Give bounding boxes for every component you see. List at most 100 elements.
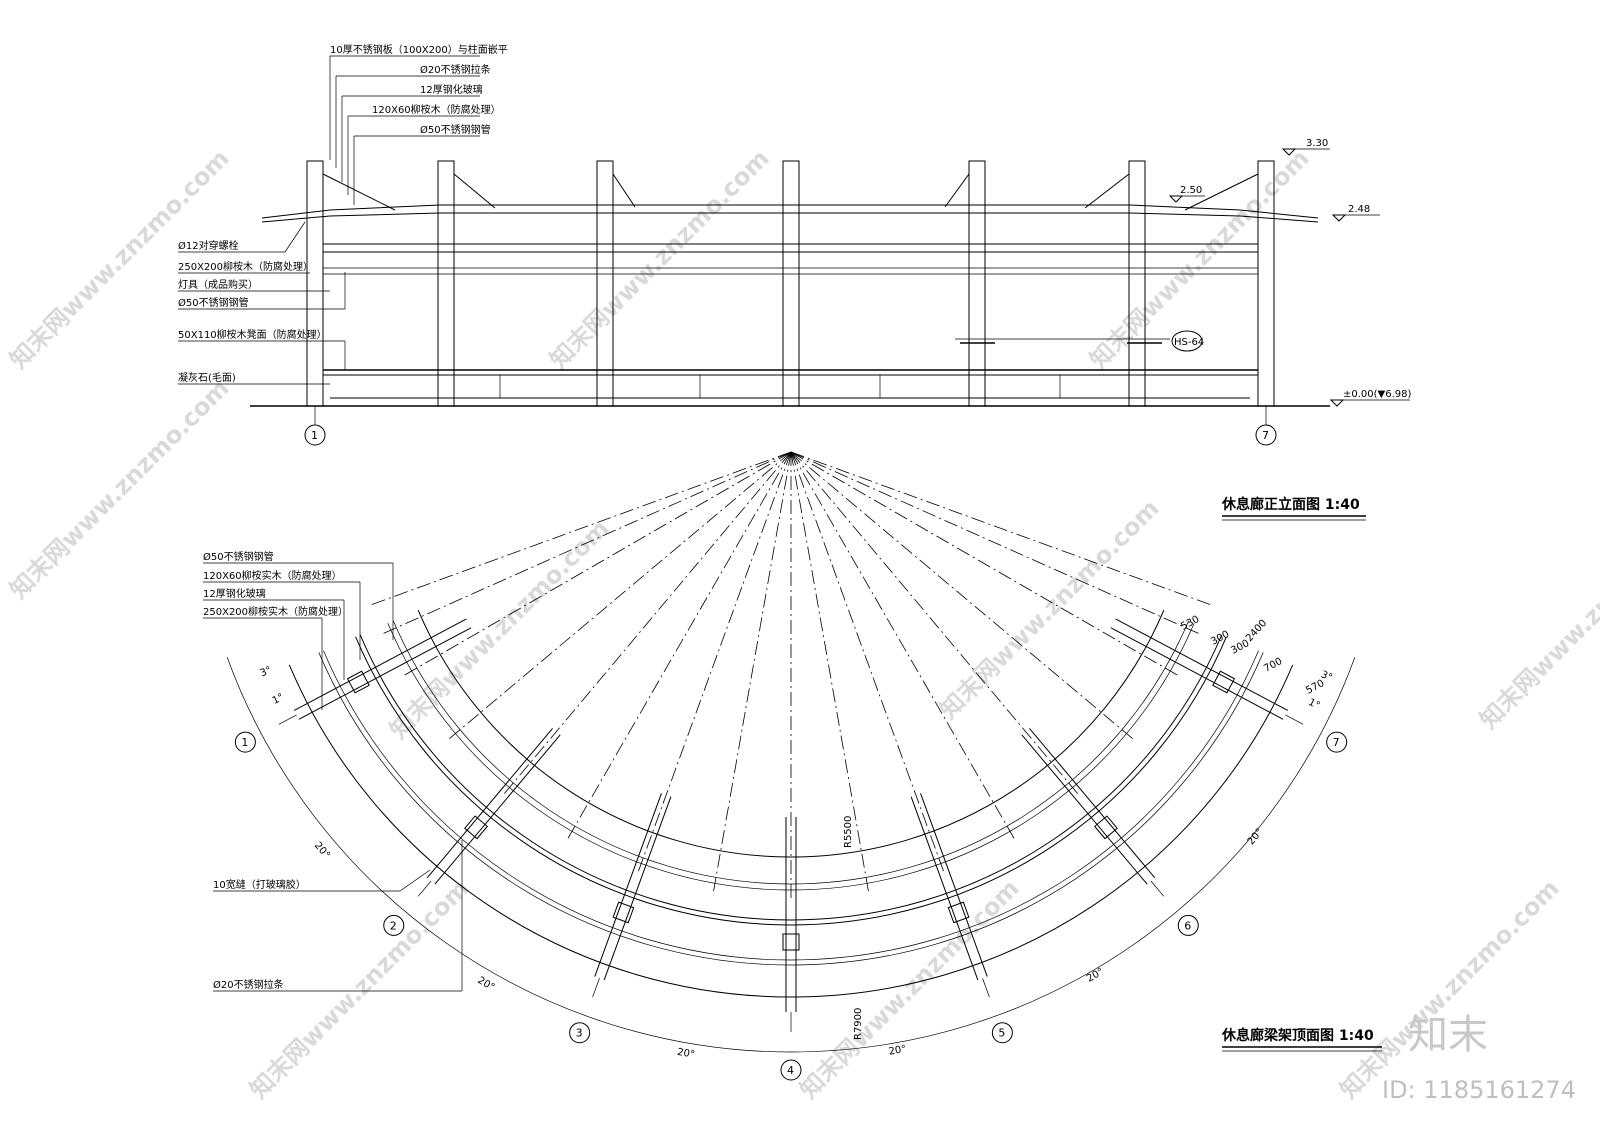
roof-top-edge [261, 204, 1319, 219]
plan-callout-gap: 10宽缝（打玻璃胶） [213, 878, 306, 891]
level-value: 3.30 [1306, 138, 1328, 149]
callout-stone: 凝灰石(毛面) [178, 371, 236, 384]
watermark-text: 知末网www.znzmo.com [544, 144, 774, 374]
rib-beam-edge [603, 796, 672, 981]
angle-label: 20° [676, 1047, 695, 1061]
tie-rod [322, 173, 396, 211]
tie-rods [322, 173, 1259, 211]
callout-bolt: Ø12对穿螺栓 [178, 239, 239, 252]
dim-label: 300 [1209, 629, 1231, 648]
glass-arc [318, 652, 1264, 966]
callout-tie-rod: Ø20不锈钢拉条 [420, 63, 491, 76]
bench-row [323, 369, 1258, 398]
front-elevation-view: HS-64 3.30 2.50 2.48 ±0.00(▼6.98) 10厚不锈钢… [178, 43, 1412, 521]
callout-steel-plate: 10厚不锈钢板（100X200）与柱面嵌平 [330, 43, 508, 56]
watermark-logo: 知末 [1408, 1012, 1488, 1058]
plan-callout-pipe: Ø50不锈钢钢管 [203, 550, 274, 563]
tie-rod [612, 173, 636, 208]
axis-label: 4 [787, 1064, 794, 1077]
callout-bench: 50X110柳桉木凳面（防腐处理） [178, 328, 327, 341]
small-angle-label: 3° [259, 665, 274, 680]
rib-beam-edge [434, 734, 561, 885]
watermark-text: 知末网www.znzmo.com [934, 494, 1164, 724]
rib-beam-edge [1029, 728, 1156, 879]
plan-callout-timber: 120X60柳桉实木（防腐处理） [203, 569, 342, 582]
callout-lamp: 灯具（成品购买） [178, 278, 258, 291]
column-block [1093, 815, 1118, 840]
radial-guide-line [790, 451, 1081, 797]
rib-beam-edge [1110, 627, 1284, 720]
inner-edge-arc [417, 610, 1165, 858]
callout-leader [284, 221, 306, 253]
callout-timber: 120X60柳桉木（防腐处理） [372, 103, 501, 116]
small-angle-label: 3° [1319, 669, 1334, 684]
column [306, 160, 324, 407]
callout-pipe: Ø50不锈钢钢管 [420, 123, 491, 136]
radial-guide-line [401, 451, 792, 678]
axis-leader [278, 714, 297, 725]
level-triangle [1329, 399, 1345, 407]
axis-label: 7 [1333, 736, 1340, 749]
watermark-id: ID: 1185161274 [1382, 1076, 1576, 1104]
rib-beam-edge [1115, 618, 1289, 711]
level-triangle [1331, 214, 1347, 222]
radial-guide-line [446, 451, 792, 742]
top-callouts: 10厚不锈钢板（100X200）与柱面嵌平 Ø20不锈钢拉条 12厚钢化玻璃 1… [329, 43, 508, 205]
axis-label: 2 [390, 919, 397, 932]
radial-guide-line [712, 451, 792, 896]
axis-label: 7 [1262, 429, 1269, 442]
callout-main-beam: 250X200柳桉木（防腐处理） [178, 260, 313, 273]
dim-label: 700 [1262, 656, 1284, 675]
tie-rod [944, 173, 970, 208]
axis-bubble [1255, 424, 1277, 446]
timber-arc [355, 636, 1227, 926]
column-block [947, 901, 970, 924]
angle-label: 20° [888, 1044, 907, 1058]
pipe-arc [393, 620, 1189, 885]
dim-label: 2400 [1244, 618, 1269, 644]
axis-bubble [234, 731, 256, 753]
radial-guide-line [565, 451, 792, 842]
radial-guide-line [790, 451, 1203, 636]
plan-callouts: Ø50不锈钢钢管 120X60柳桉实木（防腐处理） 12厚钢化玻璃 250X20… [203, 550, 463, 992]
axis-label: 6 [1184, 919, 1191, 932]
rib-beam-edge [594, 793, 662, 977]
glass-arc [323, 650, 1259, 961]
column [437, 160, 455, 407]
angle-label: 20° [1085, 966, 1106, 984]
radial-guide-line [790, 451, 1214, 607]
section-tag: HS-64 [1174, 337, 1204, 348]
radial-guide-line [790, 451, 946, 875]
radial-guide-line [501, 451, 792, 797]
axis-bubble [1326, 731, 1348, 753]
rib-beam-edge [920, 793, 988, 977]
level-value: ±0.00(▼6.98) [1343, 389, 1412, 400]
level-value: 2.50 [1180, 185, 1202, 196]
plan-callout-main-beam: 250X200柳桉实木（防腐处理） [203, 605, 348, 618]
watermark-text: 知末网www.znzmo.com [1334, 874, 1564, 1104]
roof-beams [261, 204, 1319, 275]
column-block [782, 933, 800, 951]
callout-pipe-lower: Ø50不锈钢钢管 [178, 296, 249, 309]
rib-beam-edge [910, 796, 979, 981]
axis-label: 1 [241, 736, 248, 749]
radial-guide-line [636, 451, 792, 875]
radial-guide-line [790, 451, 870, 896]
column [968, 160, 986, 407]
axis-leader [982, 978, 990, 998]
section-tag-bubble [1171, 330, 1203, 352]
rib-beam-edge [298, 627, 472, 720]
axis-leader [592, 978, 600, 998]
small-angle-label: 1° [271, 692, 286, 707]
callout-glass: 12厚钢化玻璃 [420, 83, 483, 96]
plan-callout-glass: 12厚钢化玻璃 [203, 587, 266, 600]
watermark-text: 知末网www.znzmo.com [1474, 504, 1600, 734]
radial-guide-line [790, 451, 1017, 842]
rib-beam-edge [1021, 734, 1148, 885]
timber-arc [359, 634, 1223, 921]
rib-beam-edge [293, 618, 467, 711]
level-triangle [1168, 195, 1184, 203]
column-block [612, 901, 635, 924]
tie-rod [453, 173, 496, 209]
